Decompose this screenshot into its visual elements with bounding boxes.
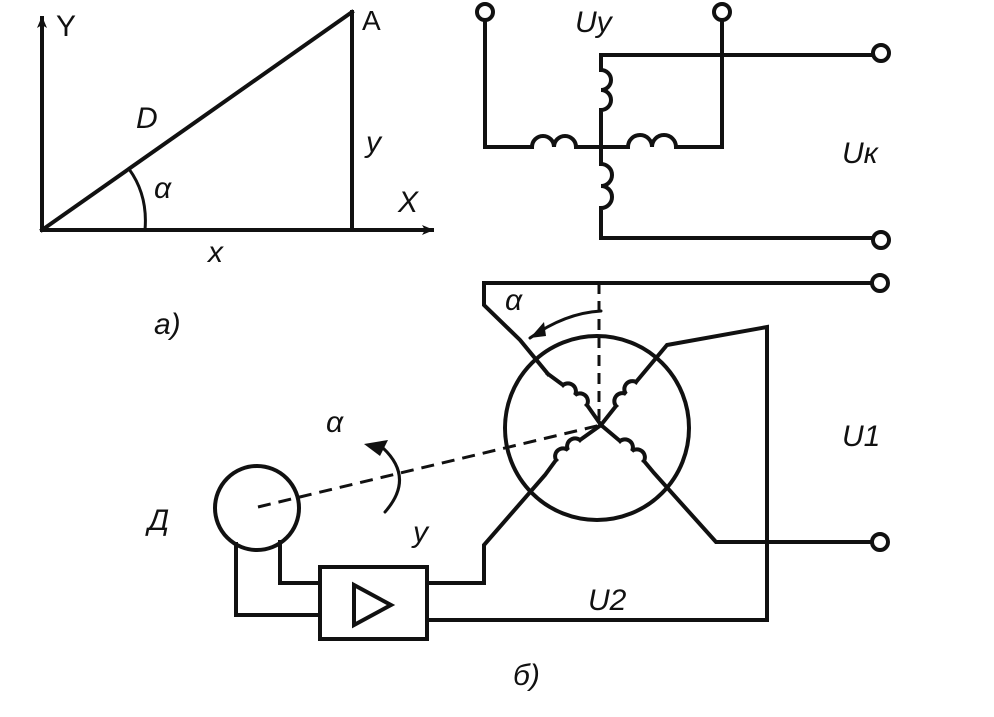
- angle-label: α: [154, 172, 172, 205]
- rotor-angle-label: α: [505, 284, 523, 317]
- rotor-angle-arrowhead: [530, 322, 546, 338]
- excitation-terminal-left: [475, 2, 495, 22]
- motor-shaft: [257, 423, 602, 509]
- rotor-lead-left: [482, 281, 551, 377]
- output-voltage-u1-label: U1: [842, 420, 880, 453]
- rotor-winding-lower-left: [425, 422, 604, 585]
- vertical-winding-upper: [598, 53, 613, 149]
- hypotenuse-d: [39, 9, 355, 233]
- y-axis-label: Y: [56, 10, 76, 43]
- x-axis-label: X: [397, 186, 419, 219]
- vertical-winding-lower: [598, 145, 614, 240]
- servo-angle-label: α: [326, 406, 344, 439]
- rotor-winding-upper-left: [545, 371, 604, 428]
- horizontal-stator-winding: [483, 133, 724, 150]
- servo-motor: [213, 464, 301, 552]
- hypotenuse-label: D: [136, 102, 158, 135]
- output-terminal-top: [870, 273, 890, 293]
- coordinate-triangle-figure: Y X A D y x α a): [37, 5, 434, 341]
- servo-resolver-figure: α α Д у U1 U2 б): [145, 273, 890, 692]
- rotor-winding-lower-right: [598, 422, 874, 544]
- excitation-voltage-label: Uy: [575, 6, 614, 39]
- excitation-terminal-right: [712, 2, 732, 22]
- motor-lead-left: [234, 542, 322, 617]
- motor-label: Д: [145, 504, 169, 537]
- figure-b-caption: б): [513, 659, 540, 692]
- resolver-housing: [503, 334, 691, 522]
- output-terminal-u1: [870, 532, 890, 552]
- point-a-label: A: [362, 5, 381, 36]
- output-terminal-uk-top: [871, 43, 891, 63]
- motor-lead-right: [278, 540, 322, 585]
- amplifier-symbol: [352, 581, 396, 629]
- figure-a-caption: a): [154, 308, 181, 341]
- output-terminal-uk-bottom: [871, 230, 891, 250]
- horizontal-leg-label: x: [206, 236, 224, 269]
- servo-angle-arrowhead: [364, 440, 388, 456]
- output-voltage-u2-label: U2: [588, 584, 627, 617]
- angle-arc: [127, 167, 147, 232]
- rotor-winding-upper-right: [598, 324, 769, 622]
- amplifier-block: [318, 565, 429, 641]
- amplifier-label: у: [411, 516, 430, 549]
- vertical-leg-label: y: [364, 126, 383, 159]
- transmitter-windings-figure: Uy Uк: [475, 2, 891, 250]
- output-voltage-uk-label: Uк: [842, 137, 880, 170]
- servo-angle-arc: [381, 446, 401, 514]
